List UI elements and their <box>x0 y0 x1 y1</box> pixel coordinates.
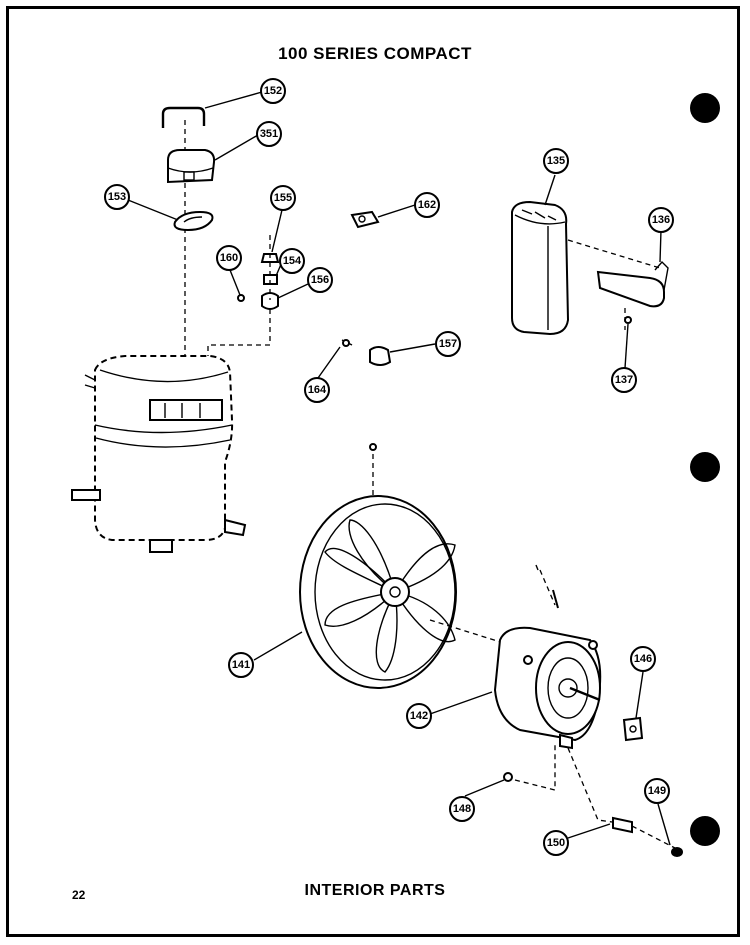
part-148-drawing <box>503 772 513 782</box>
part-153-gasket-drawing <box>173 210 214 232</box>
svg-text:164: 164 <box>308 384 327 396</box>
callout-155: 155 <box>270 185 296 211</box>
callout-162: 162 <box>414 192 440 218</box>
svg-text:149: 149 <box>648 785 666 797</box>
callout-156: 156 <box>307 267 333 293</box>
callout-149: 149 <box>644 778 670 804</box>
binder-hole-middle <box>690 452 720 482</box>
svg-text:156: 156 <box>311 274 329 286</box>
part-146-plate-drawing <box>622 716 644 742</box>
svg-text:351: 351 <box>260 128 278 140</box>
page-number: 22 <box>72 888 86 902</box>
svg-text:141: 141 <box>232 659 250 671</box>
part-141-fan-drawing <box>299 443 511 689</box>
callout-148: 148 <box>449 796 475 822</box>
callout-136: 136 <box>648 207 674 233</box>
part-135-control-box-drawing <box>511 200 570 336</box>
callout-351: 351 <box>256 121 282 147</box>
part-162-drawing <box>350 210 380 229</box>
callout-160: 160 <box>216 245 242 271</box>
svg-text:155: 155 <box>274 192 292 204</box>
svg-text:135: 135 <box>547 155 565 167</box>
callout-164: 164 <box>304 377 330 403</box>
callout-153: 153 <box>104 184 130 210</box>
callout-157: 157 <box>435 331 461 357</box>
callout-141: 141 <box>228 652 254 678</box>
callout-135: 135 <box>543 148 569 174</box>
callout-152: 152 <box>260 78 286 104</box>
binder-hole-bottom <box>690 816 720 846</box>
svg-text:137: 137 <box>615 374 633 386</box>
svg-text:150: 150 <box>547 837 565 849</box>
binder-hole-top <box>690 93 720 123</box>
svg-text:162: 162 <box>418 199 436 211</box>
page-border <box>6 6 740 937</box>
part-149-drawing <box>671 847 683 857</box>
callout-150: 150 <box>543 830 569 856</box>
terminal-small-parts-drawing <box>237 235 280 310</box>
part-137-drawing <box>624 308 632 330</box>
part-150-drawing <box>612 816 676 849</box>
part-142-motor-drawing <box>493 564 613 823</box>
svg-text:157: 157 <box>439 338 457 350</box>
svg-text:148: 148 <box>453 803 471 815</box>
page-title: 100 SERIES COMPACT <box>278 44 472 63</box>
svg-text:142: 142 <box>410 710 428 722</box>
part-351-cover-drawing <box>167 149 216 184</box>
svg-text:146: 146 <box>634 653 652 665</box>
svg-text:152: 152 <box>264 85 282 97</box>
part-157-164-drawing <box>341 339 392 366</box>
svg-text:160: 160 <box>220 252 238 264</box>
compressor-drawing <box>71 120 271 553</box>
part-152-clip-drawing <box>161 106 206 128</box>
section-title: INTERIOR PARTS <box>304 882 446 899</box>
callout-146: 146 <box>630 646 656 672</box>
part-136-bracket-drawing <box>567 239 669 308</box>
callout-137: 137 <box>611 367 637 393</box>
svg-text:153: 153 <box>108 191 126 203</box>
svg-text:154: 154 <box>283 255 302 267</box>
callout-142: 142 <box>406 703 432 729</box>
svg-text:136: 136 <box>652 214 670 226</box>
leader-lines <box>127 91 671 846</box>
callout-154: 154 <box>279 248 305 274</box>
